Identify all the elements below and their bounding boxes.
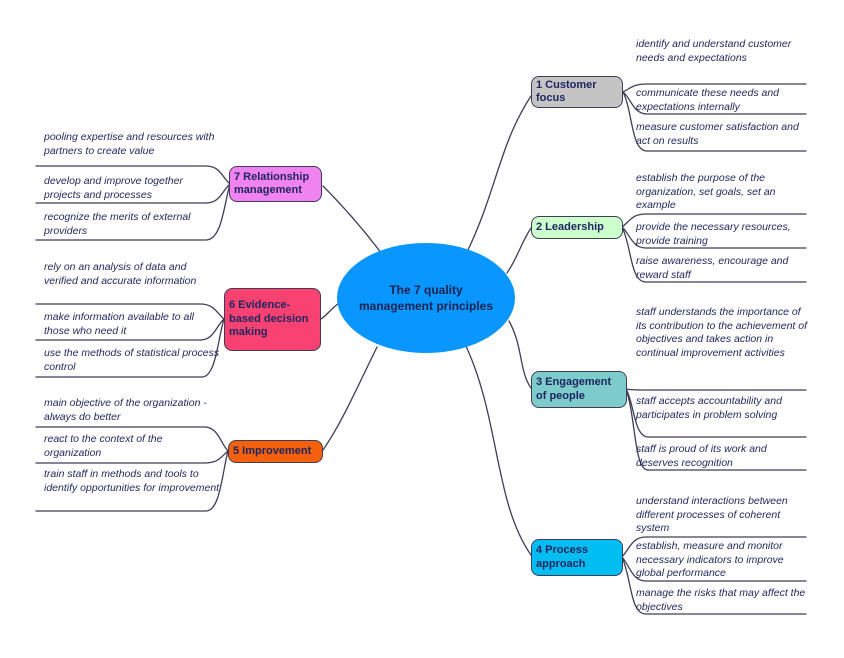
leaf-improvement-1[interactable]: main objective of the organization - alw… (44, 397, 207, 423)
underline-process-2 (621, 556, 807, 582)
underline-evidence-2 (35, 318, 225, 341)
underline-customer-2 (622, 91, 807, 115)
leaf-process-1[interactable]: understand interactions between differen… (636, 495, 788, 534)
topic-relationship-management[interactable]: 7 Relationship management (229, 166, 322, 202)
connector-relationship (322, 185, 383, 255)
leaf-customer-focus-1[interactable]: identify and understand customer needs a… (636, 38, 792, 64)
topic-engagement-of-people[interactable]: 3 Engagement of people (531, 371, 627, 408)
leaf-improvement-2[interactable]: react to the context of the organization (44, 433, 163, 459)
topic-process-approach[interactable]: 4 Process approach (531, 539, 623, 576)
connector-engagement (508, 320, 532, 389)
connector-leadership (506, 227, 532, 274)
underline-engagement-1 (625, 388, 807, 391)
underline-evidence-1 (35, 303, 225, 320)
leaf-evidence-3[interactable]: use the methods of statistical process c… (44, 347, 220, 373)
leaf-engagement-1[interactable]: staff understands the importance of its … (636, 306, 808, 359)
leaf-evidence-2[interactable]: make information available to all those … (44, 311, 194, 337)
topic-customer-focus[interactable]: 1 Customer focus (531, 76, 623, 108)
underline-engagement-2 (625, 388, 807, 438)
connector-process-approach (464, 343, 532, 556)
underline-process-3 (621, 556, 807, 615)
underline-leadership-2 (621, 226, 807, 249)
leaf-process-3[interactable]: manage the risks that may affect the obj… (636, 587, 806, 613)
leaf-customer-focus-2[interactable]: communicate these needs and expectations… (636, 87, 780, 113)
underline-relationship-3 (35, 183, 231, 241)
underline-relationship-2 (35, 183, 231, 204)
connector-improvement (322, 346, 378, 451)
leaf-leadership-2[interactable]: provide the necessary resources, provide… (636, 221, 791, 247)
topic-leadership[interactable]: 2 Leadership (531, 216, 623, 239)
leaf-relationship-1[interactable]: pooling expertise and resources with par… (44, 131, 215, 157)
leaf-engagement-3[interactable]: staff is proud of its work and deserves … (636, 443, 767, 469)
underline-customer-3 (622, 91, 807, 152)
leaf-customer-focus-3[interactable]: measure customer satisfaction and act on… (636, 121, 799, 147)
underline-leadership-3 (621, 226, 807, 283)
underline-process-1 (621, 536, 807, 558)
underline-customer-1 (622, 83, 807, 93)
leaf-leadership-1[interactable]: establish the purpose of the organizatio… (636, 172, 776, 211)
underline-leadership-1 (621, 213, 807, 228)
underline-improvement-3 (35, 450, 229, 512)
underline-improvement-2 (35, 450, 229, 464)
leaf-relationship-3[interactable]: recognize the merits of external provide… (44, 211, 191, 237)
underline-improvement-1 (35, 426, 229, 452)
central-topic[interactable]: The 7 quality management principles (337, 243, 515, 353)
topic-improvement[interactable]: 5 Improvement (228, 440, 323, 463)
leaf-relationship-2[interactable]: develop and improve together projects an… (44, 175, 183, 201)
topic-evidence-based-decision-making[interactable]: 6 Evidence-based decision making (224, 288, 321, 351)
connector-evidence (320, 302, 340, 320)
underline-evidence-3 (35, 318, 225, 378)
underline-engagement-3 (625, 388, 807, 471)
connector-customer-focus (466, 95, 532, 253)
underline-relationship-1 (35, 165, 231, 185)
leaf-evidence-1[interactable]: rely on an analysis of data and verified… (44, 261, 197, 287)
leaf-process-2[interactable]: establish, measure and monitor necessary… (636, 540, 784, 579)
leaf-leadership-3[interactable]: raise awareness, encourage and reward st… (636, 255, 789, 281)
leaf-improvement-3[interactable]: train staff in methods and tools to iden… (44, 468, 220, 494)
leaf-engagement-2[interactable]: staff accepts accountability and partici… (636, 395, 782, 421)
